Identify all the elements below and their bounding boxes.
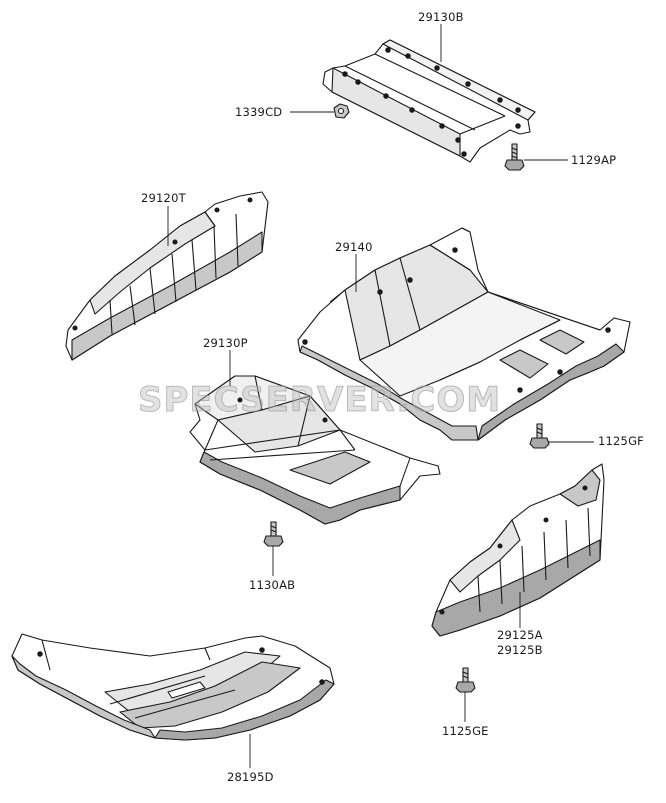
part-29130B-plate xyxy=(322,39,536,163)
label-1130AB: 1130AB xyxy=(249,578,296,592)
label-1129AP: 1129AP xyxy=(571,153,617,167)
part-29120T-side-shield xyxy=(65,191,269,361)
part-29125-side-shield xyxy=(431,463,605,637)
part-1130AB-bolt xyxy=(263,521,284,547)
watermark-text: SPECSERVER.COM xyxy=(137,380,502,421)
label-1339CD: 1339CD xyxy=(235,105,283,119)
part-1339CD-nut xyxy=(333,103,350,119)
label-1125GE: 1125GE xyxy=(442,724,489,738)
part-1125GF-bolt xyxy=(529,423,550,449)
leader-lines xyxy=(167,24,594,768)
part-1125GE-bolt xyxy=(455,667,476,693)
label-1125GF: 1125GF xyxy=(598,434,644,448)
label-29120T: 29120T xyxy=(141,191,186,205)
label-29130P: 29130P xyxy=(203,336,248,350)
label-29125A: 29125A xyxy=(497,628,543,642)
label-29130B: 29130B xyxy=(418,10,464,24)
part-28195D-heat-shield xyxy=(11,633,335,741)
label-29125B: 29125B xyxy=(497,643,543,657)
label-29140: 29140 xyxy=(335,240,373,254)
part-1129AP-bolt xyxy=(504,143,525,171)
label-28195D: 28195D xyxy=(227,770,274,784)
part-29140-main-cover xyxy=(297,227,631,441)
part-29130P-front-cover xyxy=(189,375,441,525)
